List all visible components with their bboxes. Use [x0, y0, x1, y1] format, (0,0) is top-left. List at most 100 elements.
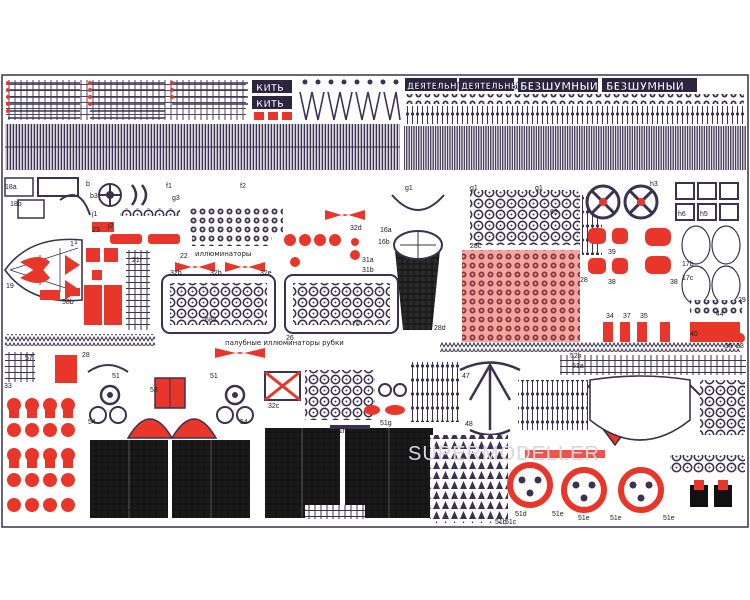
- small-pin-field: [410, 362, 460, 422]
- part-label-30: 32b: [210, 270, 222, 277]
- ventilator-grid: [462, 250, 580, 348]
- part-label-19: h3: [650, 181, 658, 188]
- part-label-32: 32b: [170, 270, 182, 277]
- part-label-76: 51f: [335, 428, 345, 435]
- porthole-row: [404, 94, 744, 104]
- part-label-65: 51d: [515, 511, 527, 518]
- part-label-67: 51e: [578, 515, 590, 522]
- part-label-55: 28: [580, 277, 588, 284]
- red-block-stack: [84, 248, 122, 325]
- illuminator-disks: [188, 208, 283, 246]
- part-label-24: 1: [74, 239, 78, 246]
- part-label-31: 32e: [260, 270, 272, 277]
- part-label-41: 31a: [362, 257, 374, 264]
- hull-plan-left: [4, 238, 83, 302]
- part-label-54: 28: [736, 343, 744, 350]
- part-labels: 18a 18b b3 b f1 f2 g3 g1 g1 g1 h3 h6 h5 …: [4, 181, 746, 526]
- red-chocks-row: [525, 450, 605, 458]
- part-label-51: 35: [640, 313, 648, 320]
- part-label-14: f2: [240, 183, 246, 190]
- life-rings: [507, 462, 664, 513]
- part-label-22: j1: [91, 211, 98, 218]
- shadow-label-2: ДЕЯТЕЛЬНЫЙ: [461, 80, 526, 92]
- part-label-28: 23: [92, 227, 100, 234]
- part-label-82: 29: [738, 297, 746, 304]
- hatch-frames: [675, 182, 739, 221]
- part-label-57: 33: [4, 383, 12, 390]
- small-fittings-block: [470, 190, 580, 245]
- part-label-18: g1: [535, 185, 543, 192]
- part-label-40: 28d: [434, 325, 446, 332]
- part-label-68: 51e: [610, 515, 622, 522]
- part-label-43: 39: [608, 249, 616, 256]
- part-label-50: 37: [623, 313, 631, 320]
- small-red-plates: [254, 112, 292, 120]
- part-label-71: 48: [465, 421, 473, 428]
- watermark: SUPERMODELLER: [408, 443, 600, 465]
- silent-label-1: БЕЗШУМНЫЙ: [520, 80, 598, 93]
- center-fittings: [264, 370, 407, 420]
- red-bowties: [175, 210, 365, 358]
- part-label-13: f1: [166, 183, 172, 190]
- silent-label-2: БЕЗШУМНЫЙ: [606, 80, 684, 93]
- part-label-25: 19: [6, 283, 14, 290]
- part-label-70: 47: [462, 373, 470, 380]
- part-label-44: 38: [608, 279, 616, 286]
- small-red-row: [670, 455, 745, 473]
- kit-label-2: КИТЬ: [256, 99, 284, 110]
- anchor-chain-row: [5, 334, 155, 346]
- part-label-35: 28c: [470, 243, 482, 250]
- part-label-80: 26: [286, 335, 294, 342]
- part-label-29: 32d: [350, 225, 362, 232]
- part-label-16: g1: [405, 185, 413, 192]
- part-label-38: 68a: [205, 317, 217, 324]
- upper-left-parts: [4, 177, 180, 244]
- part-label-74: 54: [240, 419, 248, 426]
- part-label-15: g3: [172, 195, 180, 202]
- part-label-81: 1: [70, 241, 74, 248]
- part-label-58: 28: [82, 352, 90, 359]
- part-label-78: 67: [122, 509, 130, 516]
- part-label-11: b3: [90, 193, 98, 200]
- red-fairleads: [588, 228, 671, 274]
- stanchion-row: [404, 106, 744, 124]
- part-label-45: 38: [670, 279, 678, 286]
- funnel-grill: [391, 194, 445, 330]
- deck-frames: [161, 274, 399, 334]
- part-label-52: 40: [690, 331, 698, 338]
- part-label-62: 51a: [572, 363, 584, 370]
- far-right-fittings: [700, 380, 745, 435]
- red-vent-array: [7, 398, 75, 512]
- part-label-49: 34: [606, 313, 614, 320]
- part-label-79: 67: [298, 509, 306, 516]
- part-label-56: 57: [25, 355, 33, 362]
- part-label-46: 17b: [682, 261, 694, 268]
- right-mid-fittings: [603, 322, 745, 346]
- mast-frame: [459, 361, 521, 437]
- hawse-disks: [585, 184, 659, 220]
- part-label-36: 63: [550, 209, 558, 216]
- ladder-strip-bottom: [305, 505, 365, 519]
- anchor-chain-row-2: [440, 342, 740, 352]
- zigzag-ladders: [299, 91, 401, 121]
- part-label-60: 51: [210, 373, 218, 380]
- part-label-10: 18b: [10, 201, 22, 208]
- cone-vents: [430, 435, 508, 523]
- part-label-26: 21f: [132, 257, 142, 264]
- part-label-47: 17c: [682, 275, 694, 282]
- part-label-69: 51e: [663, 515, 675, 522]
- part-label-20: h6: [678, 211, 686, 218]
- railing-band-right: [404, 126, 746, 170]
- red-hatch: [55, 355, 77, 383]
- part-label-33: 16b: [378, 239, 390, 246]
- name-plates: ДЕЯТЕЛЬНЫЙ ДЕЯТЕЛЬНЫЙ БЕЗШУМНЫЙ БЕЗШУМНЫ…: [405, 78, 697, 93]
- part-label-61: 52h: [570, 353, 582, 360]
- deck-illuminators-caption: палубные иллюминаторы рубки: [225, 339, 344, 347]
- part-label-21: h5: [700, 211, 708, 218]
- top-left-railings: [6, 80, 248, 120]
- ladder-stack: [126, 250, 150, 330]
- right-stanchions: [518, 380, 588, 430]
- part-label-77: 51g: [380, 420, 392, 427]
- part-label-27: 22: [180, 253, 188, 260]
